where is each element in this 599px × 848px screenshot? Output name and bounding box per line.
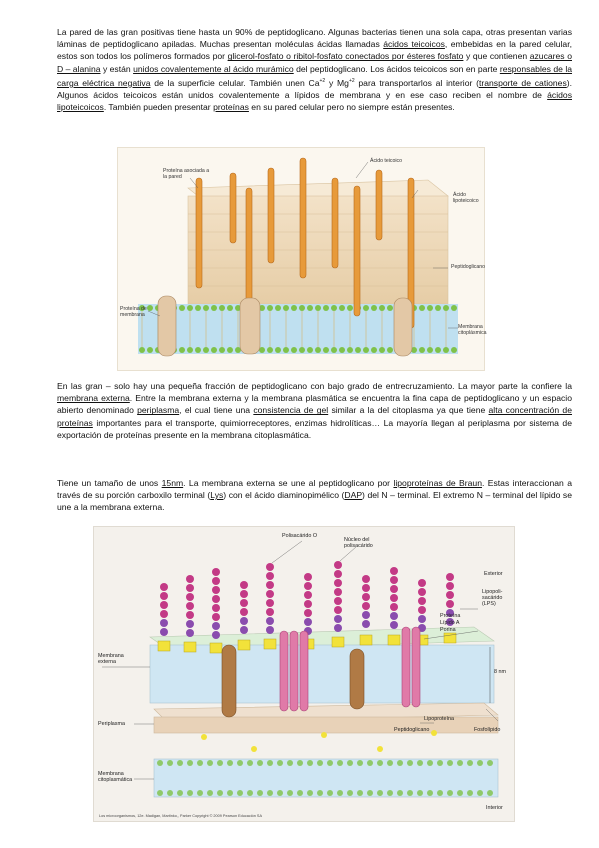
text-run: . La membrana externa se une al peptidog… (183, 478, 394, 488)
superscript: +2 (319, 77, 326, 84)
text-run: para transportarlos al interior ( (354, 77, 479, 88)
underlined-term: responsables de la carga eléctrica negat… (57, 63, 573, 88)
text-run: . También pueden presentar (103, 102, 214, 113)
text-run: La pared de las gran positivas tiene has… (57, 27, 572, 50)
label-porin: Porina (440, 627, 456, 633)
paragraph-gram-positive: La pared de las gran positivas tiene has… (57, 26, 572, 113)
label-protein: Proteína (440, 613, 461, 619)
label-o-polysaccharide: Polisacárido O (282, 533, 318, 539)
label-lipoprotein: Lipoproteína (424, 716, 454, 722)
gram-positive-wall-illustration (138, 157, 458, 357)
label-lps: Lipopoli-sacárido (LPS) (482, 589, 503, 608)
label-size-8nm: 8 nm (494, 669, 506, 675)
text-run: de la superficie celular. También unen C… (150, 77, 320, 88)
label-membrane-protein: Proteína de membrana (120, 306, 147, 318)
gram-negative-envelope-illustration (102, 540, 499, 798)
underlined-term: alta concentración de proteínas (57, 405, 572, 428)
underlined-term: Lys (210, 490, 224, 501)
underlined-term: lipoproteínas de Braun (393, 478, 482, 488)
underlined-term: 15nm (161, 478, 184, 488)
text-run: en su pared celular pero no siempre está… (248, 102, 455, 113)
label-peptidoglycan: Peptidoglicano (394, 727, 430, 733)
text-run: . Entre la membrana externa y la membran… (57, 393, 572, 416)
underlined-term: membrana externa (57, 393, 130, 404)
label-exterior: Exterior (484, 571, 503, 577)
underlined-term: proteínas (213, 102, 249, 113)
text-run: En las gran – solo hay una pequeña fracc… (57, 381, 572, 391)
text-run: ). Algunos ácidos teicoicos están unidos… (57, 77, 573, 100)
underlined-term: DAP (344, 490, 363, 501)
underlined-term: azucares o D – alanina (57, 51, 572, 74)
underlined-term: ácidos lipoteicoicos (57, 89, 572, 113)
label-lipoteichoic-acid: Ácido lipoteicoico (453, 192, 479, 204)
text-run: similar a la del citoplasma ya que tiene (328, 405, 489, 416)
label-interior: Interior (486, 805, 503, 811)
paragraph-gram-negative: En las gran – solo hay una pequeña fracc… (57, 380, 572, 441)
label-phospholipid: Fosfolípido (474, 727, 501, 733)
text-run: importantes para el transporte, quimiorr… (57, 417, 572, 440)
underlined-term: ácidos teicoicos (383, 39, 445, 50)
gram-positive-wall-figure: Proteína asociada a la pared Ácido teico… (117, 147, 487, 371)
underlined-term: glicerol-fosfato o ribitol-fosfato conec… (227, 51, 464, 62)
underlined-term: transporte de cationes (478, 77, 567, 88)
text-run: , embebidas en la pared celular, estos s… (57, 39, 572, 62)
text-run: ) del N – terminal. El extremo N – termi… (57, 490, 572, 513)
text-run: , el cual tiene una (179, 405, 254, 416)
superscript: +2 (348, 77, 355, 84)
label-peptidoglycan: Peptidoglicano (451, 264, 486, 270)
text-run: . Estas interaccionan a través de su por… (57, 478, 572, 501)
text-run: y están (100, 63, 134, 74)
label-cytoplasmic-membrane: Membrana citoplásmica (458, 324, 487, 336)
label-lipid-a: Lípido A (440, 620, 460, 626)
label-periplasm: Periplasma (98, 721, 125, 727)
gram-negative-envelope-figure: Polisacárido O Núcleo del polisacárido E… (93, 526, 515, 822)
underlined-term: unidos covalentemente al ácido murámico (133, 63, 294, 74)
text-run: Tiene un tamaño de unos (57, 478, 162, 488)
label-polysaccharide-core: Núcleo del polisacárido (344, 537, 373, 550)
label-teichoic-acid: Ácido teicoico (370, 158, 403, 164)
label-outer-membrane: Membrana externa (98, 653, 124, 666)
paragraph-outer-membrane: Tiene un tamaño de unos 15nm. La membran… (57, 477, 572, 514)
text-run: del peptidoglicano. Los ácidos teicoicos… (293, 63, 500, 74)
underlined-term: periplasma (137, 405, 180, 416)
figure-credit: Los microorganismos, 12e. Madigan, Marti… (99, 814, 262, 818)
text-run: y Mg (325, 77, 349, 88)
text-run: ) con el ácido diaminopimélico ( (223, 490, 345, 501)
label-cytoplasmic-membrane: Membrana citoplasmática (98, 771, 133, 784)
label-wall-protein: Proteína asociada a la pared (163, 168, 210, 180)
text-run: y que contienen (463, 51, 530, 62)
underlined-term: consistencia de gel (253, 405, 329, 416)
